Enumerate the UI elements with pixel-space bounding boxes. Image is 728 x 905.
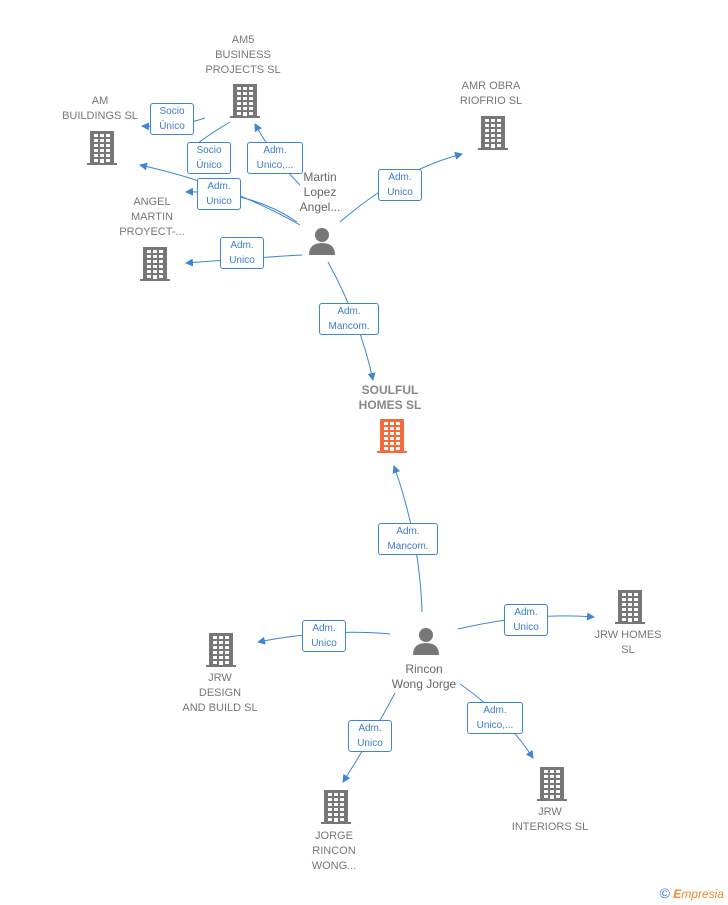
company-icon-am-buildings [86, 130, 118, 171]
edge-label-adm-mancom-rincon: Adm.Mancom. [378, 523, 438, 555]
edge-label-adm-unico-jrw-homes: Adm.Unico [504, 604, 548, 636]
company-icon-jrw-design [205, 632, 237, 673]
company-icon-soulful [376, 418, 408, 459]
edge-label-adm-unico-interiors: Adm.Unico,... [467, 702, 523, 734]
person-icon-martin [307, 226, 337, 261]
edge-label-adm-unico-am5: Adm.Unico,... [247, 142, 303, 174]
company-icon-jrw-interiors [536, 766, 568, 807]
edge-label-adm-mancom-martin: Adm.Mancom. [319, 303, 379, 335]
company-icon-am5 [229, 83, 261, 124]
company-icon-amr-obra [477, 115, 509, 156]
company-icon-angel-martin [139, 246, 171, 287]
edge-label-adm-unico-amr: Adm.Unico [378, 169, 422, 201]
person-icon-rincon [411, 626, 441, 661]
brand-initial: E [673, 887, 682, 901]
edge-label-adm-unico-jrw-design: Adm.Unico [302, 620, 346, 652]
empresia-watermark: © Empresia [660, 885, 724, 901]
company-icon-jrw-homes [614, 589, 646, 630]
copyright-symbol: © [659, 885, 670, 901]
edge-label-adm-unico-angel1: Adm.Unico [197, 178, 241, 210]
brand-name: mpresia [681, 887, 724, 901]
edge-label-adm-unico-jorge: Adm.Unico [348, 720, 392, 752]
edge-label-adm-unico-angel2: Adm.Unico [220, 237, 264, 269]
company-icon-jorge-rincon [320, 789, 352, 830]
